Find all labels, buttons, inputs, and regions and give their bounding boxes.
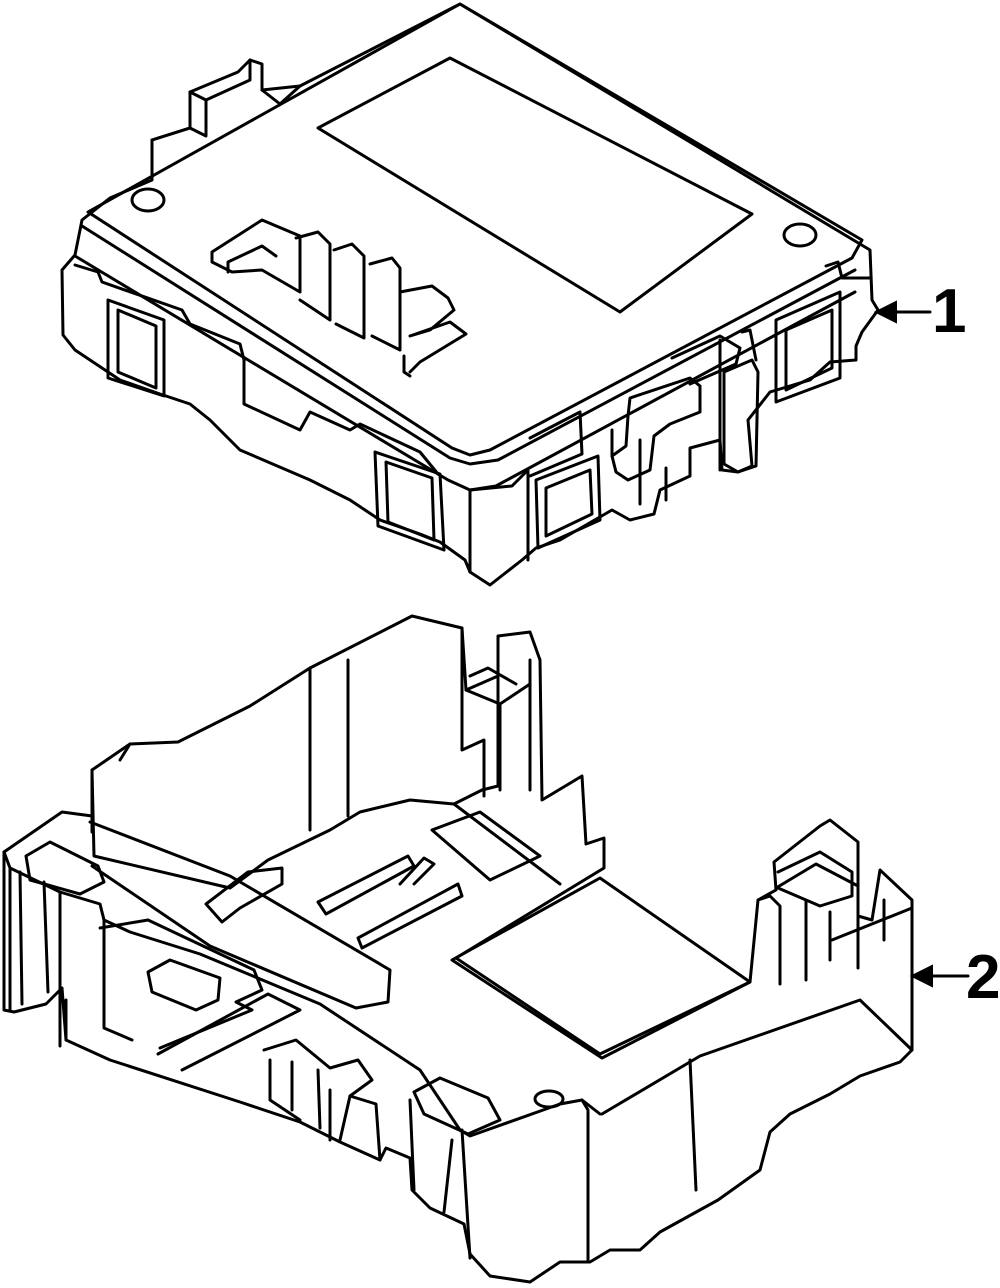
control-module[interactable] bbox=[60, 2, 880, 587]
callout-1[interactable]: 1 bbox=[873, 277, 966, 346]
bracket-front-lip bbox=[2, 850, 602, 1138]
front-window-right bbox=[534, 454, 602, 550]
rear-connector bbox=[188, 58, 302, 138]
bracket-front-wall bbox=[408, 1098, 472, 1260]
bracket-floor-right bbox=[450, 876, 752, 1060]
floor-slot-center bbox=[316, 854, 464, 950]
bracket-floor bbox=[88, 820, 392, 1010]
mounting-bracket[interactable] bbox=[2, 614, 914, 1284]
center-connector bbox=[210, 218, 468, 374]
front-window-center-bracket bbox=[146, 958, 222, 1012]
callout-1-number: 1 bbox=[932, 277, 966, 346]
front-window-left-bracket bbox=[24, 840, 106, 896]
mounting-hole-left bbox=[130, 187, 166, 213]
bracket-rear-wall bbox=[90, 674, 500, 890]
front-window-left bbox=[373, 450, 446, 552]
floor-slot-left bbox=[204, 866, 284, 924]
bracket-body bbox=[2, 614, 914, 1284]
side-window-left bbox=[106, 298, 166, 398]
front-window-right-bracket bbox=[412, 1076, 502, 1136]
callout-2-arrowhead bbox=[909, 964, 933, 988]
callout-2[interactable]: 2 bbox=[909, 943, 1000, 1012]
module-label-panel bbox=[316, 56, 754, 314]
callout-1-arrowhead bbox=[873, 300, 897, 324]
callout-2-number: 2 bbox=[966, 943, 1000, 1012]
right-latch bbox=[610, 328, 760, 482]
right-end-clip bbox=[756, 850, 886, 986]
mounting-hole-right bbox=[782, 222, 818, 248]
module-top-face bbox=[86, 2, 864, 457]
bracket-hole bbox=[533, 1089, 565, 1109]
